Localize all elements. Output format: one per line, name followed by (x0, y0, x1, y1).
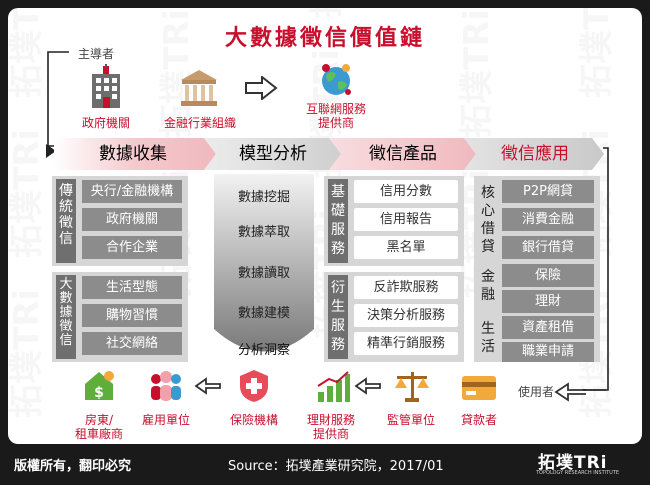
product-item: 信用報告 (354, 208, 458, 231)
model-step: 數據挖掘 (237, 190, 290, 205)
credit-card-icon (462, 376, 496, 400)
derived-service-side-label: 衍生服務 (328, 275, 348, 359)
stage-collect-shape (54, 138, 216, 170)
user-borrower-label: 貸款者 (450, 413, 508, 427)
page-title: 大數據徵信價值鏈 (224, 26, 425, 51)
collect-item: 生活型態 (82, 276, 182, 299)
user-landlord-line1: 房東/ (84, 413, 114, 427)
shield-insurance-icon (240, 370, 268, 402)
stage-app-label: 徵信應用 (501, 144, 569, 164)
copyright-text: 版權所有，翻印必究 (14, 459, 132, 474)
stage-model-label: 模型分析 (239, 144, 307, 164)
user-wealth-label: 理財服務 提供商 (298, 413, 364, 441)
stage-product-shape (329, 138, 476, 170)
stage-model-shape (204, 138, 341, 170)
model-step: 數據建模 (237, 306, 290, 321)
stage-chevron-bar (54, 138, 604, 170)
user-insurer-label: 保險機構 (224, 413, 284, 427)
model-step: 數據萃取 (237, 225, 290, 240)
user-regulator-label: 監管單位 (380, 413, 442, 427)
stage-app-shape (464, 138, 604, 170)
bigdata-side-label: 大數據徵信 (56, 275, 76, 359)
life-label: 生活 (481, 321, 495, 355)
app-item: 消費金融 (502, 208, 594, 231)
model-funnel (214, 174, 314, 352)
app-item: 資產租借 (502, 316, 594, 339)
user-wealth-line2: 提供商 (312, 427, 349, 441)
footer-logo-sub: TOPOLOGY RESEARCH INSTITUTE (536, 470, 620, 476)
user-borrower-line1: 貸款者 (460, 413, 497, 427)
product-item: 精準行銷服務 (354, 332, 458, 355)
footer-logo: 拓墣TRi (538, 453, 608, 473)
app-item: P2P網貸 (502, 180, 594, 203)
gov-label: 政府機關 (81, 116, 130, 130)
bank-building-icon (181, 70, 217, 106)
user-insurer-line1: 保險機構 (229, 413, 278, 427)
internet-provider-line2: 提供商 (317, 116, 354, 130)
internet-provider-label: 互聯網服務 提供商 (294, 102, 378, 130)
house-money-icon: $ (85, 371, 114, 401)
collect-item: 購物習慣 (82, 304, 182, 327)
collect-item: 合作企業 (82, 236, 182, 259)
leader-label: 主導者 (78, 47, 115, 61)
product-item: 信用分數 (354, 180, 458, 203)
app-item: 保險 (502, 264, 594, 287)
right-arrow-icon (245, 76, 278, 100)
footer-bar: 版權所有，翻印必究 Source：拓墣產業研究院，2017/01 拓墣TRi T… (0, 444, 650, 485)
people-group-icon (151, 371, 181, 401)
app-item: 銀行借貸 (502, 236, 594, 259)
stage-product-label: 徵信產品 (369, 144, 437, 164)
user-wealth-line1: 理財服務 (306, 413, 355, 427)
source-text: Source：拓墣產業研究院，2017/01 (228, 459, 444, 474)
user-landlord-line2: 租車廠商 (74, 427, 123, 441)
model-step: 分析洞察 (237, 343, 290, 358)
finance-label: 金融 (481, 269, 495, 303)
app-item: 理財 (502, 290, 594, 313)
bottom-flow-arrows (194, 377, 606, 402)
product-item: 反詐欺服務 (354, 276, 458, 299)
globe-network-icon (322, 64, 351, 95)
core-lending-label: 核心借貸 (481, 185, 495, 255)
collect-item: 社交網絡 (82, 332, 182, 355)
collect-item: 政府機關 (82, 208, 182, 231)
government-building-icon (92, 64, 120, 108)
product-item: 黑名單 (354, 236, 458, 259)
user-regulator-line1: 監管單位 (386, 413, 435, 427)
users-label: 使用者 (518, 385, 555, 399)
app-item: 職業申請 (502, 342, 594, 362)
finance-org-label: 金融行業組織 (163, 116, 236, 130)
product-item: 決策分析服務 (354, 304, 458, 327)
user-landlord-label: 房東/ 租車廠商 (66, 413, 132, 441)
user-employer-label: 雇用單位 (138, 413, 194, 427)
scales-icon (395, 372, 429, 402)
model-step: 數據讀取 (237, 266, 290, 281)
basic-service-side-label: 基礎服務 (328, 179, 348, 263)
svg-text:$: $ (94, 385, 104, 401)
content-panel: 拓墣TRi拓墣TRi拓墣TRi拓墣TRi拓墣TRi拓墣TRi拓墣TRi拓墣TRi… (8, 8, 642, 444)
growth-chart-icon (317, 371, 350, 402)
internet-provider-line1: 互聯網服務 (305, 102, 366, 116)
traditional-side-label: 傳統徵信 (56, 179, 76, 263)
stage-collect-label: 數據收集 (99, 144, 167, 164)
collect-item: 央行/金融機構 (82, 180, 182, 203)
user-employer-line1: 雇用單位 (141, 413, 190, 427)
